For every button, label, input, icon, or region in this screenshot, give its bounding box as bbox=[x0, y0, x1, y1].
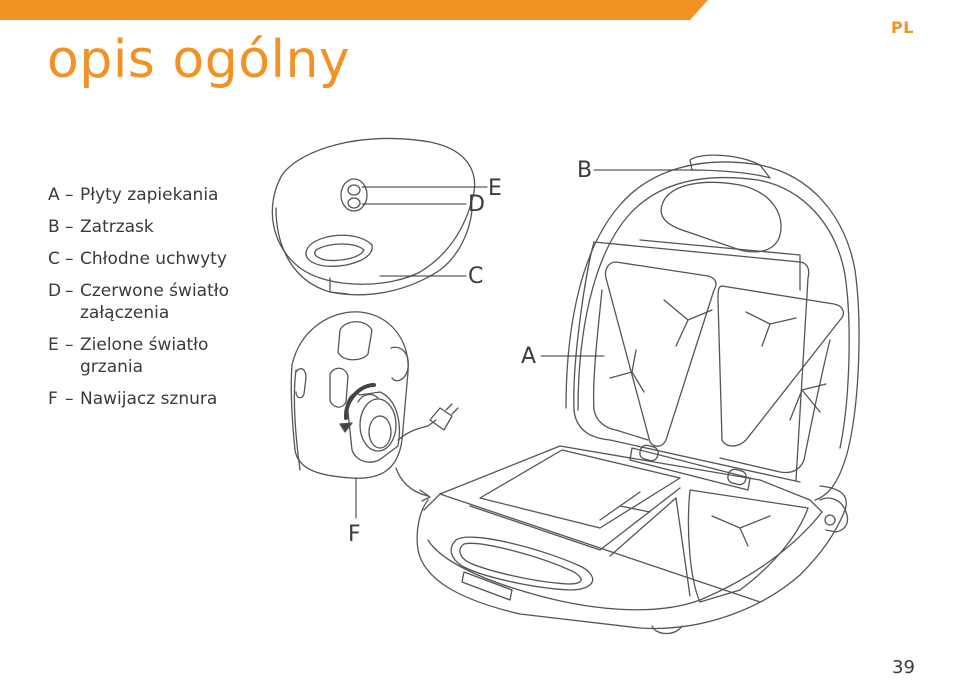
page-number: 39 bbox=[892, 657, 915, 678]
legend-item: D–Czerwone światło załączenia bbox=[48, 281, 229, 323]
legend-item: C–Chłodne uchwyty bbox=[48, 249, 227, 269]
callout-b-label: B bbox=[577, 158, 593, 183]
header-bar bbox=[0, 0, 708, 20]
callout-leaders bbox=[355, 169, 699, 519]
page-title: opis ogólny bbox=[47, 30, 351, 90]
callout-d-label: D bbox=[468, 192, 485, 217]
legend-item: B–Zatrzask bbox=[48, 217, 154, 237]
closed-appliance-drawing bbox=[271, 137, 476, 296]
parts-legend: A–Płyty zapiekania B–Zatrzask C–Chłodne … bbox=[48, 184, 270, 420]
callout-c-label: C bbox=[468, 264, 484, 289]
language-label: PL bbox=[891, 18, 914, 37]
legend-item: A–Płyty zapiekania bbox=[48, 185, 219, 205]
legend-item: F–Nawijacz sznura bbox=[48, 389, 218, 409]
cord-winder-drawing bbox=[290, 311, 459, 502]
callout-e-label: E bbox=[488, 176, 502, 201]
callout-f-label: F bbox=[348, 522, 361, 547]
open-sandwich-maker-drawing bbox=[416, 154, 860, 635]
callout-a-label: A bbox=[521, 344, 537, 369]
legend-item: E–Zielone światło grzania bbox=[48, 335, 209, 377]
